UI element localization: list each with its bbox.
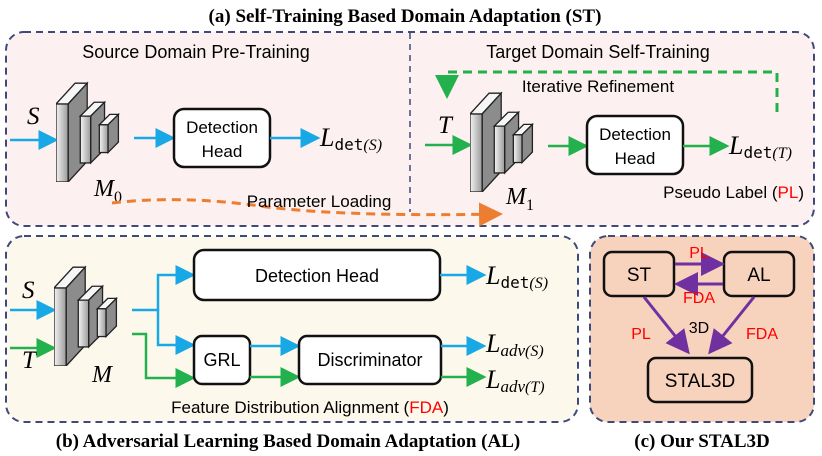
target-symbol-a: T: [438, 112, 454, 139]
source-symbol-b: S: [22, 277, 35, 304]
pl-left-label: PL: [631, 326, 651, 343]
detection-head-a2-line1: Detection: [599, 125, 671, 144]
detection-head-a2-line2: Head: [615, 149, 656, 168]
pl-top-label: PL: [689, 245, 709, 262]
detection-head-a1-line1: Detection: [186, 118, 258, 137]
fda-right-label: FDA: [746, 326, 778, 343]
arrow-st-to-stal: [642, 296, 690, 355]
fda-caption: Feature Distribution Alignment (FDA): [171, 398, 449, 417]
svg-text:M1: M1: [505, 184, 534, 214]
detection-head-a1-line2: Head: [202, 142, 243, 161]
model-m0: M: [93, 176, 116, 202]
arrow-m-to-grl-target: [132, 332, 196, 388]
grl-box: [192, 334, 252, 386]
loss-adv-t: Ladv(T): [485, 365, 545, 396]
discriminator-box: [297, 334, 443, 386]
grl-label: GRL: [203, 350, 240, 370]
parameter-loading-arrow: [111, 198, 503, 227]
loss-det-s-a: Ldet(S): [319, 123, 382, 154]
svg-text:M0: M0: [93, 176, 122, 206]
model-m1-sub: 1: [526, 197, 534, 214]
stal3d-box: [646, 356, 754, 404]
fda-top-label: FDA: [683, 290, 715, 307]
al-label: AL: [747, 265, 770, 286]
loss-det-t-a: Ldet(T): [728, 131, 792, 162]
detection-head-b-label: Detection Head: [255, 266, 379, 286]
parameter-loading-label: Parameter Loading: [247, 192, 392, 211]
title-c: (c) Our STAL3D: [634, 431, 769, 452]
arrow-m-to-det-head: [132, 265, 196, 312]
discriminator-label: Discriminator: [317, 350, 422, 370]
st-label: ST: [627, 265, 652, 286]
loss-det-s-b: Ldet(S): [485, 261, 548, 292]
stal3d-label: STAL3D: [665, 371, 735, 392]
title-a: (a) Self-Training Based Domain Adaptatio…: [209, 6, 602, 27]
arrow-m-to-grl-source: [156, 310, 196, 355]
center-3d-label: 3D: [689, 320, 709, 337]
model-m1: M: [505, 184, 528, 210]
source-symbol-a: S: [27, 103, 40, 130]
loss-adv-s: Ladv(S): [485, 329, 544, 360]
arrow-al-to-stal: [708, 296, 756, 355]
model-m0-sub: 0: [114, 189, 122, 206]
pseudo-label-caption: Pseudo Label (PL): [663, 183, 804, 202]
iterative-refinement-loop: [435, 70, 779, 112]
panel-a: [5, 31, 815, 227]
target-selftraining-title: Target Domain Self-Training: [486, 42, 709, 62]
title-b: (b) Adversarial Learning Based Domain Ad…: [56, 431, 520, 452]
iterative-refinement-label: Iterative Refinement: [522, 77, 674, 96]
source-pretraining-title: Source Domain Pre-Training: [82, 42, 309, 62]
model-m: M: [91, 362, 114, 388]
target-symbol-b: T: [22, 347, 38, 374]
